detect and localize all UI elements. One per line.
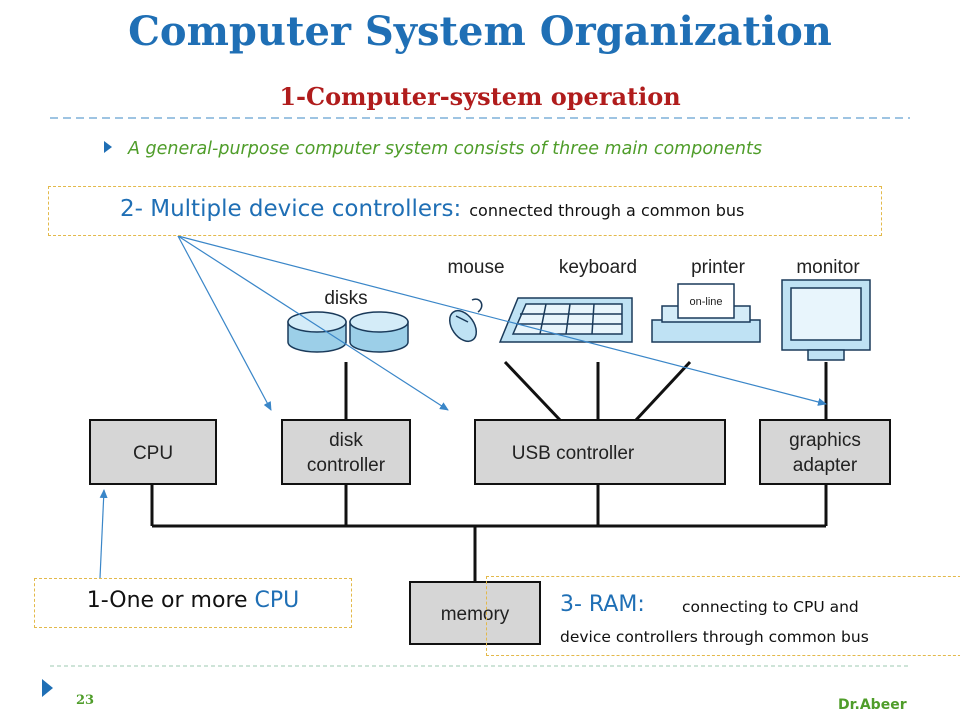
disk-icon <box>349 311 409 353</box>
cpu-callout-highlight: CPU <box>254 588 300 613</box>
cpu-callout <box>34 578 352 628</box>
ram-detail-line-2: device controllers through common bus <box>560 628 869 646</box>
usb-controller-box: USB controller <box>474 419 726 485</box>
cpu-callout-text: 1-One or more CPU <box>34 588 352 613</box>
page-subtitle: 1-Computer-system operation <box>279 82 681 111</box>
monitor-label: monitor <box>796 257 860 278</box>
graphics-adapter-box: graphics adapter <box>759 419 891 485</box>
usb-controller-label: USB controller <box>512 443 635 464</box>
printer-label: printer <box>691 257 746 278</box>
controllers-callout <box>48 186 882 236</box>
disk-icon <box>287 311 347 353</box>
printer-icon: on-line <box>651 283 761 343</box>
disk-controller-box: disk controller <box>281 419 411 485</box>
arrow-to-disk-controller <box>177 235 272 411</box>
arrow-to-graphics-adapter <box>177 235 827 406</box>
memory-box: memory <box>409 581 541 645</box>
disk-controller-label-2: controller <box>307 455 386 476</box>
controllers-detail: connected through a common bus <box>469 201 745 220</box>
arrow-to-cpu <box>99 489 108 579</box>
cpu-label: CPU <box>133 443 173 464</box>
author-name: Dr.Abeer <box>838 697 907 713</box>
monitor-icon <box>781 279 871 361</box>
bullet-text: A general-purpose computer system consis… <box>128 139 762 159</box>
disks-label: disks <box>324 288 367 309</box>
ram-heading: 3- RAM: <box>560 592 645 617</box>
disk-controller-label-1: disk <box>329 430 363 451</box>
ram-detail-line-1: connecting to CPU and <box>682 598 859 616</box>
ram-callout <box>486 576 960 656</box>
keyboard-label: keyboard <box>559 257 637 278</box>
controllers-heading: 2- Multiple device controllers: <box>120 196 462 222</box>
page-number: 23 <box>76 693 95 708</box>
graphics-adapter-label-2: adapter <box>793 455 858 476</box>
keyboard-icon <box>498 297 633 343</box>
cpu-callout-prefix: 1-One or more <box>86 588 255 613</box>
printer-display-text: on-line <box>689 296 722 308</box>
graphics-adapter-label-1: graphics <box>789 430 861 451</box>
annotation-arrows <box>99 235 827 579</box>
mouse-label: mouse <box>447 257 504 278</box>
arrow-to-usb-controller <box>177 235 449 411</box>
system-bus <box>150 360 828 582</box>
controllers-callout-text: 2- Multiple device controllers: connected… <box>120 196 744 222</box>
mouse-icon <box>448 298 483 343</box>
page-title: Computer System Organization <box>128 8 832 55</box>
bullet-point: A general-purpose computer system consis… <box>104 139 762 159</box>
bullet-arrow-icon <box>104 141 112 153</box>
memory-label: memory <box>441 604 510 625</box>
footer-arrow-icon <box>42 679 53 697</box>
cpu-box: CPU <box>89 419 217 485</box>
